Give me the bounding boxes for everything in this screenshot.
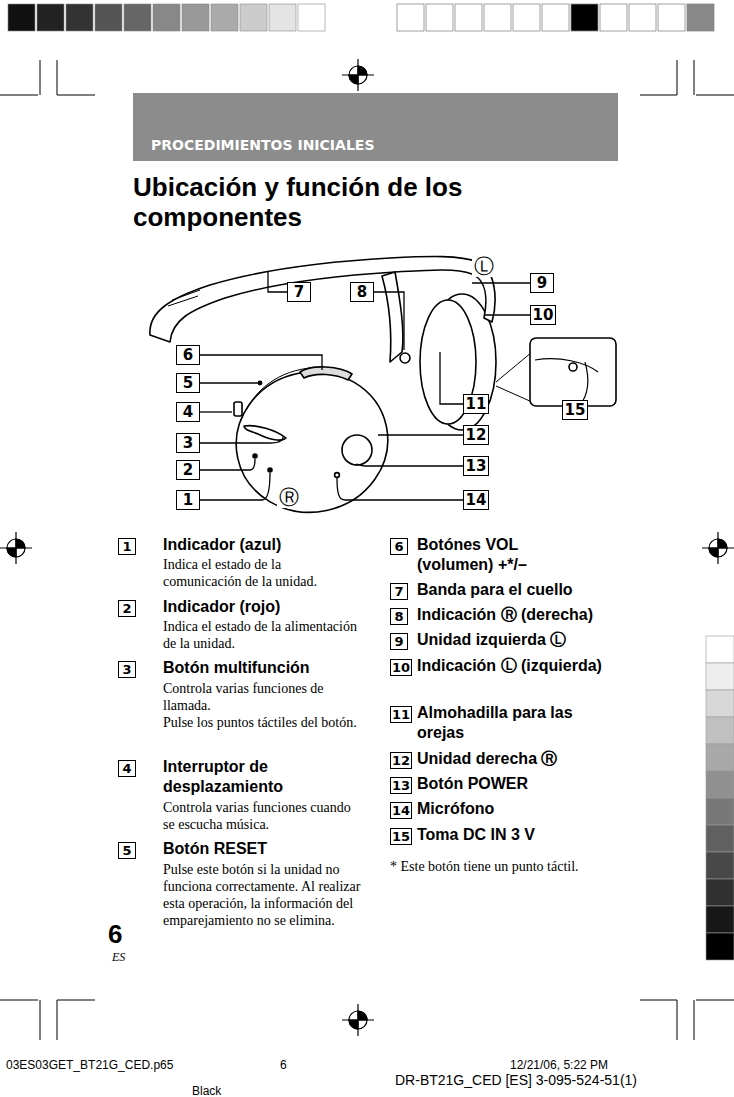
part-name: Botón multifunción — [163, 658, 363, 678]
item-number: 3 — [118, 661, 136, 678]
item-number: 1 — [118, 538, 136, 555]
neck-band — [150, 257, 495, 342]
part-name: Unidad derecha Ⓡ — [417, 749, 627, 769]
callout-number: 8 — [350, 282, 374, 302]
inset — [530, 338, 616, 406]
page-number: 6 — [108, 920, 138, 948]
item-number: 10 — [390, 659, 412, 676]
part-name: Interruptor de desplazamiento — [163, 757, 353, 797]
headphone — [150, 257, 616, 527]
side-mark: Ⓛ — [472, 255, 496, 277]
part-name: Botón POWER — [417, 774, 627, 794]
power-button — [342, 435, 372, 465]
description: Indica el estado de la comunicación de l… — [163, 556, 363, 590]
callout-number: 4 — [176, 402, 200, 422]
callout-number: 5 — [176, 373, 200, 393]
callout-number: 3 — [176, 433, 200, 453]
header-band-ground — [133, 93, 618, 161]
part-name: Indicación Ⓡ (derecha) — [417, 605, 632, 625]
item-number: 13 — [390, 777, 412, 794]
slide-switch — [234, 402, 242, 416]
item-number: 15 — [390, 828, 412, 845]
dc-jack — [569, 363, 577, 371]
callout-number: 6 — [176, 345, 200, 365]
description: Indica el estado de la alimentación de l… — [163, 618, 363, 652]
print-slug: 12/21/06, 5:22 PM — [510, 1058, 650, 1072]
callout-number: 15 — [562, 400, 588, 420]
part-name: Botónes VOL (volumen) +*/– — [417, 535, 567, 575]
item-number: 8 — [390, 608, 408, 625]
item-number: 9 — [390, 633, 408, 650]
vol-buttons — [300, 367, 352, 380]
item-number: 11 — [390, 706, 412, 723]
callout-number: 7 — [287, 282, 311, 302]
header-band: PROCEDIMIENTOS INICIALES — [133, 93, 618, 161]
callout-number: 9 — [530, 273, 554, 293]
item-number: 14 — [390, 802, 412, 819]
callout-number: 2 — [176, 460, 200, 480]
description: Pulse este botón si la unidad no funcion… — [163, 861, 369, 929]
print-slug: DR-BT21G_CED [ES] 3-095-524-51(1) — [395, 1072, 715, 1088]
description: * Este botón tiene un punto táctil. — [390, 858, 630, 875]
part-name: Botón RESET — [163, 839, 363, 859]
leader-lines — [200, 272, 530, 500]
callout-number: 13 — [463, 456, 489, 476]
color-bar — [8, 4, 714, 31]
gray-scale — [706, 636, 734, 960]
page-title: Ubicación y función de los componentes — [133, 172, 553, 232]
item-number: 4 — [118, 760, 136, 777]
multifunction-button — [244, 426, 286, 440]
microphone — [335, 473, 340, 478]
part-name: Indicador (azul) — [163, 535, 363, 555]
description: Controla varias funciones cuando se escu… — [163, 799, 363, 833]
item-number: 12 — [390, 752, 412, 769]
item-number: 2 — [118, 600, 136, 617]
side-mark: Ⓡ — [277, 486, 301, 508]
callout-number: 10 — [530, 305, 556, 325]
item-number: 7 — [390, 583, 408, 600]
part-name: Banda para el cuello — [417, 580, 627, 600]
part-name: Unidad izquierda Ⓛ — [417, 630, 627, 650]
callout-number: 12 — [463, 425, 489, 445]
indicator-r — [400, 353, 410, 363]
item-number: 6 — [390, 538, 408, 555]
print-slug: 03ES03GET_BT21G_CED.p65 — [6, 1058, 206, 1072]
description: Pulse los puntos táctiles del botón. — [163, 714, 363, 731]
callout-number: 11 — [463, 394, 489, 414]
print-slug: Black — [192, 1084, 252, 1097]
section-heading: PROCEDIMIENTOS INICIALES — [151, 137, 374, 153]
description: Controla varias funciones de llamada. — [163, 680, 363, 714]
callout-number: 14 — [463, 490, 489, 510]
arm — [382, 272, 403, 362]
callout-number: 1 — [176, 490, 200, 510]
part-name: Almohadilla para las orejas — [417, 703, 607, 743]
language-code: ES — [112, 950, 142, 964]
print-slug: 6 — [280, 1058, 300, 1072]
part-name: Toma DC IN 3 V — [417, 825, 627, 845]
crop-marks — [0, 60, 734, 1040]
part-name: Indicación Ⓛ (izquierda) — [417, 656, 602, 676]
part-name: Micrófono — [417, 799, 627, 819]
part-name: Indicador (rojo) — [163, 597, 363, 617]
item-number: 5 — [118, 842, 136, 859]
registration-marks — [0, 59, 734, 1036]
